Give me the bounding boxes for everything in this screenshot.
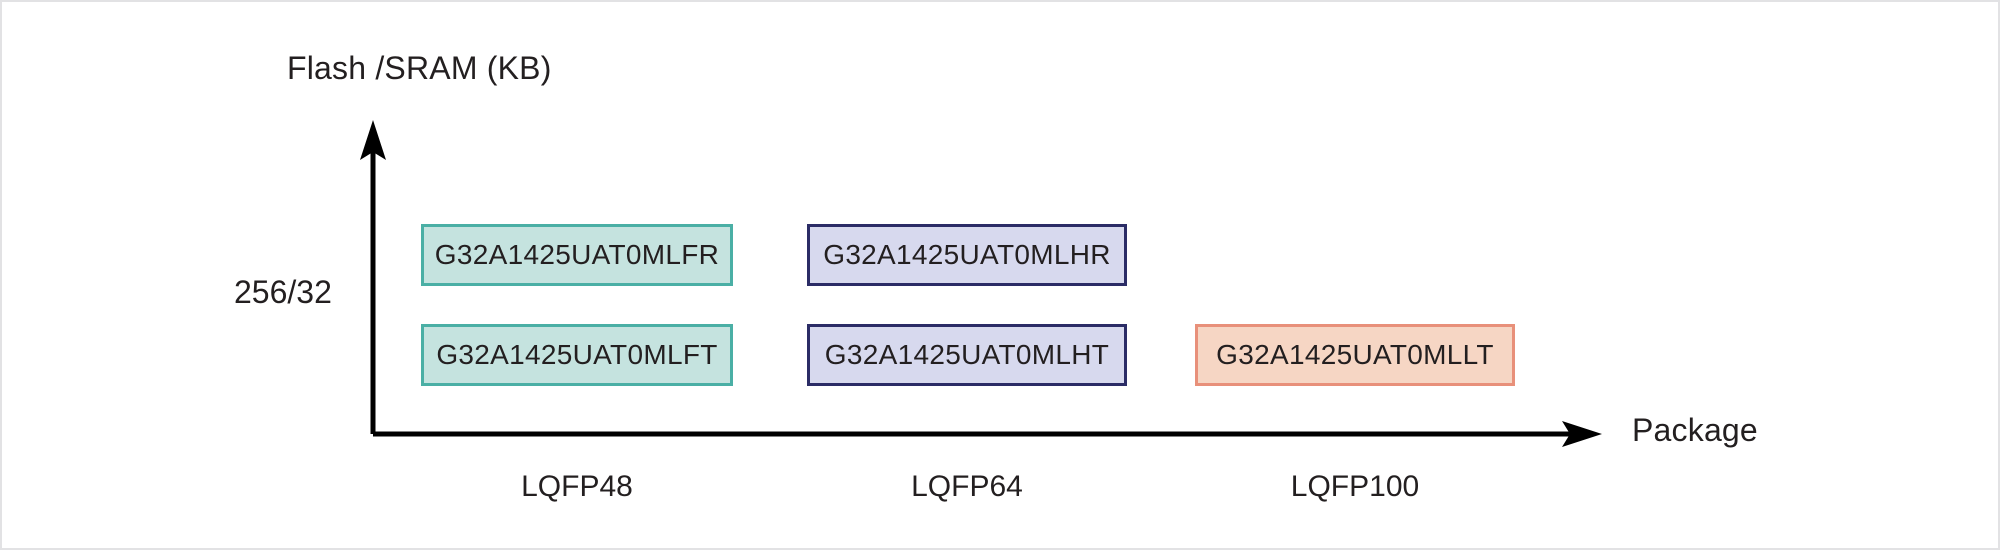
- part-box-g32a1425uat0mlht[interactable]: G32A1425UAT0MLHT: [807, 324, 1127, 386]
- part-box-label: G32A1425UAT0MLFT: [436, 339, 718, 370]
- x-axis-category-lqfp64: LQFP64: [911, 470, 1023, 503]
- part-box-g32a1425uat0mlhr[interactable]: G32A1425UAT0MLHR: [807, 224, 1127, 286]
- part-box-label: G32A1425UAT0MLFR: [434, 239, 720, 270]
- x-axis-title: Package: [1632, 412, 1758, 448]
- part-box-label: G32A1425UAT0MLLT: [1216, 339, 1494, 370]
- part-box-g32a1425uat0mlft[interactable]: G32A1425UAT0MLFT: [421, 324, 733, 386]
- part-box-label: G32A1425UAT0MLHT: [824, 339, 1110, 370]
- y-axis-title: Flash /SRAM (KB): [287, 50, 552, 86]
- part-box-g32a1425uat0mllt[interactable]: G32A1425UAT0MLLT: [1195, 324, 1515, 386]
- part-box-label: G32A1425UAT0MLHR: [823, 239, 1111, 270]
- x-axis-category-lqfp48: LQFP48: [521, 470, 633, 503]
- y-axis-tick-label: 256/32: [234, 274, 332, 310]
- part-box-g32a1425uat0mlfr[interactable]: G32A1425UAT0MLFR: [421, 224, 733, 286]
- x-axis-category-lqfp100: LQFP100: [1290, 470, 1420, 503]
